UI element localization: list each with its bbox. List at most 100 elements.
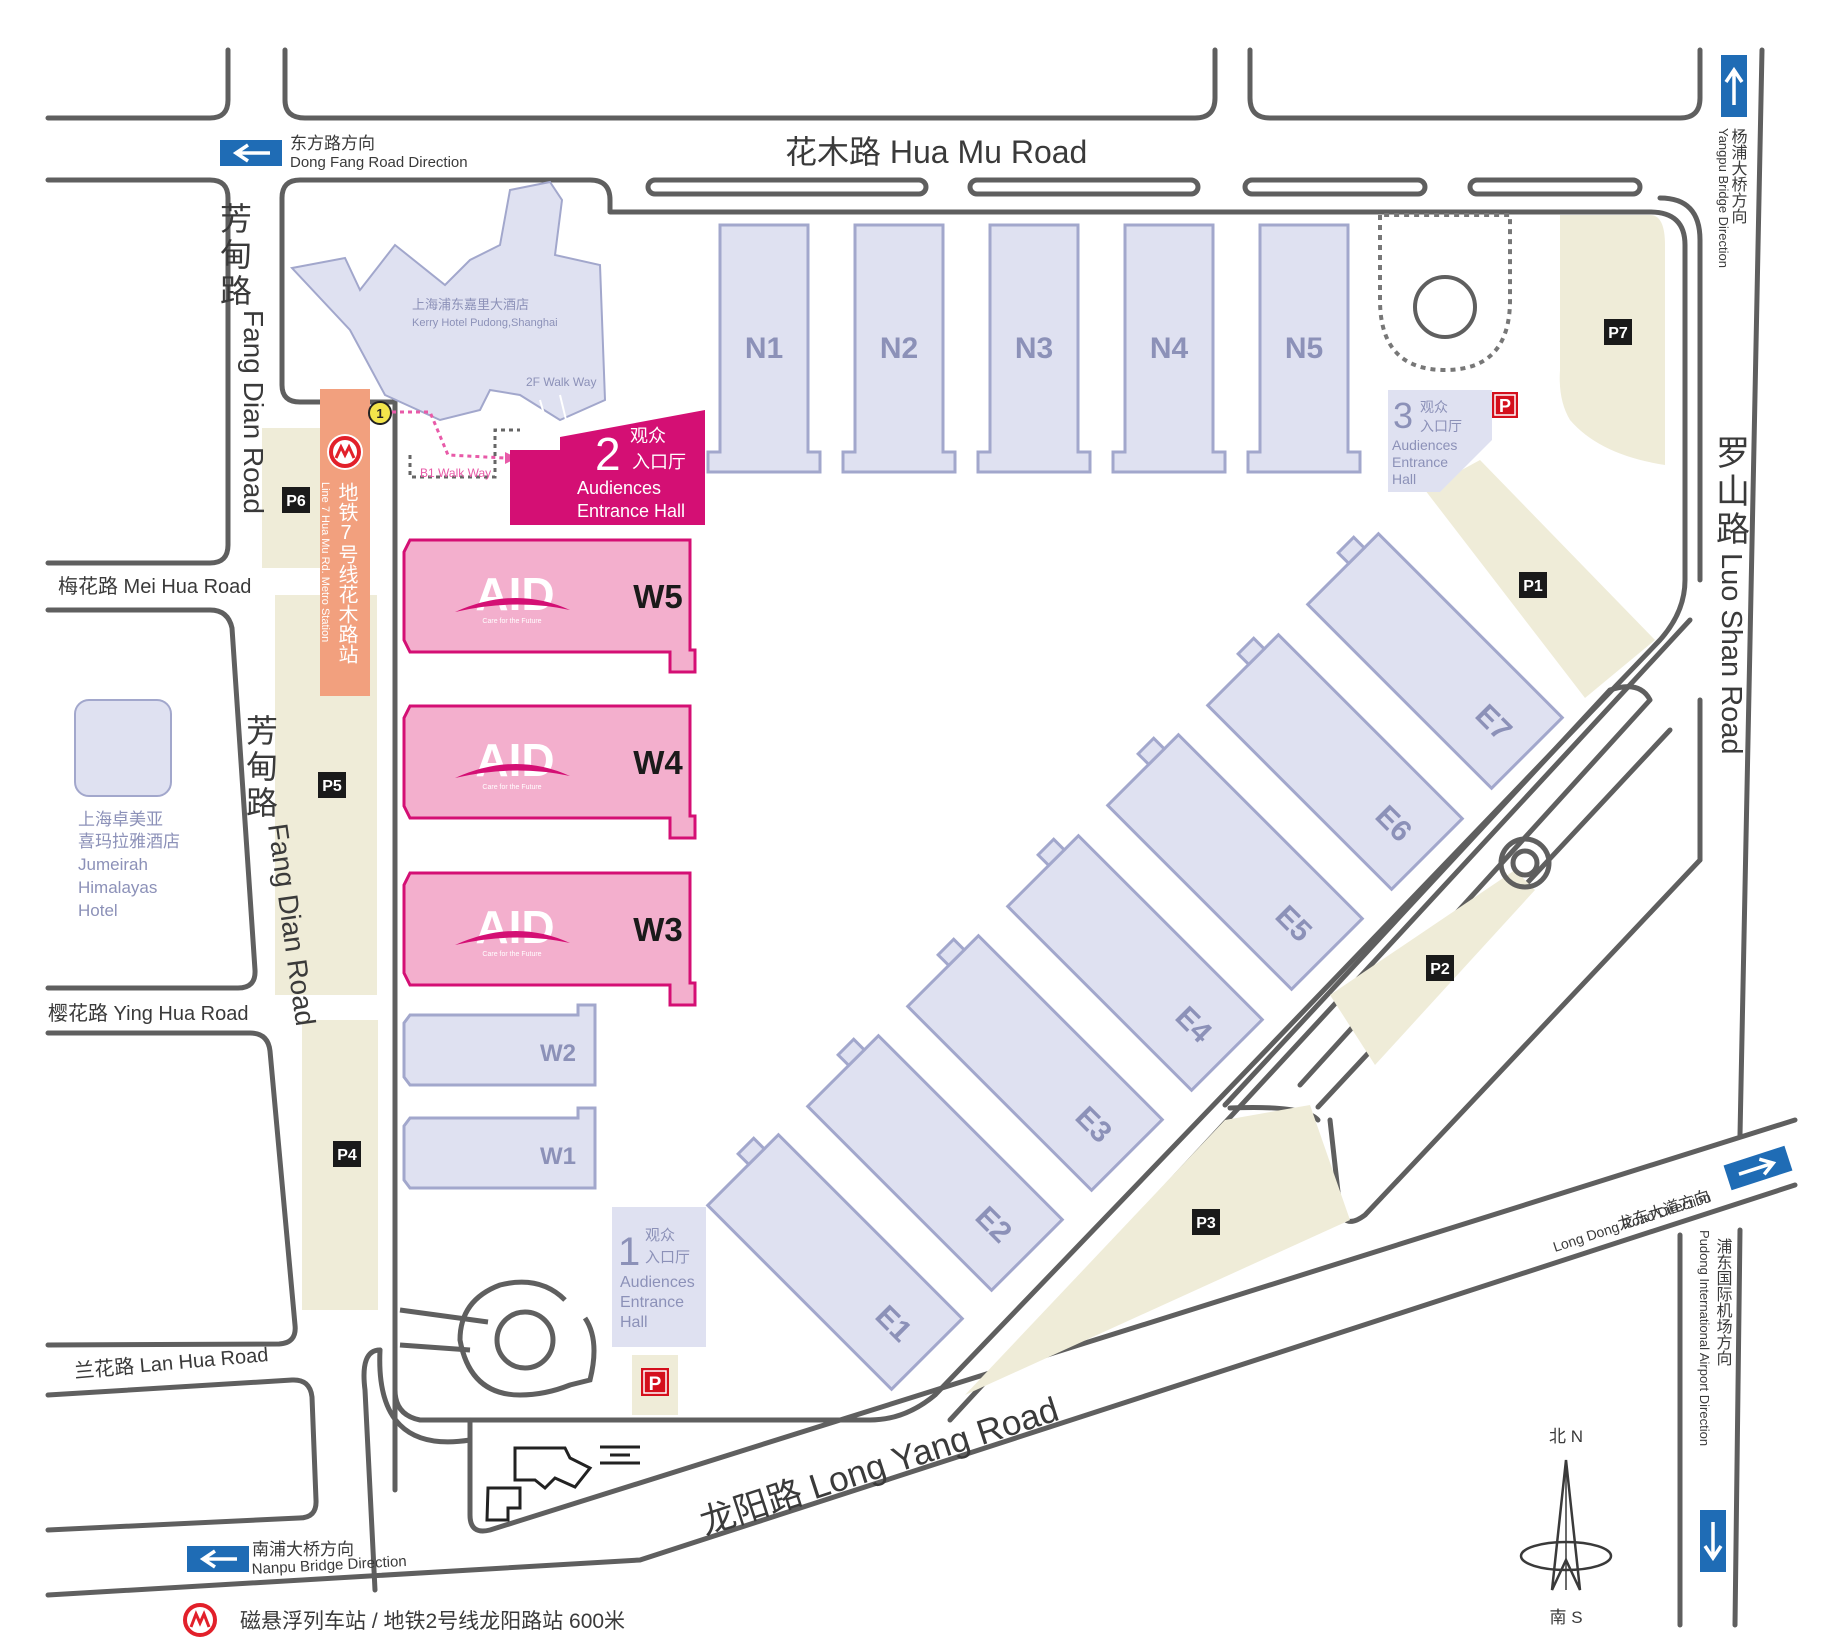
svg-text:Fang Dian Road: Fang Dian Road: [238, 310, 269, 514]
metro-note-logo-icon: [183, 1603, 217, 1637]
parking-label-p1: P1: [1519, 572, 1547, 598]
metro-exit-1-marker: 1: [368, 401, 392, 425]
road-block-left-hotel: [45, 607, 258, 991]
metro-station-en: Line 7 Hua Mu Rd. Metro Station: [319, 482, 331, 642]
entrance-1-cn-2: 入口厅: [645, 1249, 690, 1266]
hall-e1[interactable]: E1: [697, 1124, 965, 1392]
entrance-2-cn-2: 入口厅: [632, 452, 686, 472]
entrance-3-en-2: Entrance: [1392, 454, 1448, 470]
road-luoshan-east: [1732, 1227, 1743, 1628]
svg-text:P: P: [1499, 396, 1511, 416]
aid-tagline: Care for the Future: [482, 784, 541, 791]
entrance-1-en-3: Hall: [620, 1314, 648, 1331]
plaza-dotted: [1378, 213, 1512, 373]
hall-label: W3: [633, 911, 683, 948]
entrance-3-cn-2: 入口厅: [1420, 418, 1462, 434]
aid-swoosh-icon: [455, 763, 570, 778]
hall-e4[interactable]: E4: [997, 825, 1265, 1093]
hall-label: W2: [540, 1040, 576, 1067]
svg-text:1: 1: [376, 406, 383, 421]
road-venue-boundary: [279, 177, 1688, 1423]
2f-walkway-label: 2F Walk Way: [526, 375, 596, 389]
entrance-1-number: 1: [618, 1230, 640, 1274]
road-longyang-south: [45, 1182, 1798, 1598]
svg-text:芳: 芳: [246, 713, 278, 749]
aid-logo: AID: [475, 901, 554, 953]
svg-text:北 N: 北 N: [1549, 1427, 1583, 1446]
road-label-fangdian-top: 芳 甸 路 Fang Dian Road: [220, 201, 269, 514]
svg-text:山: 山: [1716, 473, 1750, 511]
road-block-left-lower: [45, 1030, 298, 1348]
roundabout-east: [1498, 836, 1552, 890]
road-longyang-curve: [377, 1347, 473, 1445]
aid-tagline: Care for the Future: [482, 618, 541, 625]
entrance-hall-2: [510, 410, 705, 525]
road-diagonal-2: [1222, 684, 1653, 1108]
svg-text:P2: P2: [1430, 961, 1450, 978]
hall-e6[interactable]: E6: [1197, 624, 1465, 892]
svg-text:P3: P3: [1196, 1215, 1216, 1232]
hall-n4[interactable]: N4: [1111, 223, 1227, 474]
parking-symbol-top: P: [1492, 392, 1518, 418]
kerry-hotel-cn: 上海浦东嘉里大酒店: [412, 297, 529, 312]
hall-w1[interactable]: W1: [402, 1106, 597, 1190]
svg-text:P: P: [649, 1374, 662, 1395]
small-buildings: [485, 1445, 640, 1522]
svg-text:P6: P6: [286, 493, 306, 510]
parking-label-p7: P7: [1604, 319, 1632, 345]
hall-e3[interactable]: E3: [897, 925, 1165, 1193]
hall-n5[interactable]: N5: [1246, 223, 1362, 474]
hall-label: N4: [1150, 332, 1189, 365]
road-block-top-left: [45, 47, 231, 121]
svg-text:Jumeirah: Jumeirah: [78, 855, 148, 874]
hall-n2[interactable]: N2: [841, 223, 957, 474]
entrance-hall-1: [612, 1207, 706, 1347]
svg-text:Himalayas: Himalayas: [78, 878, 157, 897]
jumeirah-hotel-label: 上海卓美亚 喜玛拉雅酒店 Jumeirah Himalayas Hotel: [78, 810, 180, 920]
hall-label: N5: [1285, 332, 1323, 365]
hall-e5[interactable]: E5: [1097, 724, 1365, 992]
compass-icon: 北 N 南 S: [1519, 1427, 1613, 1627]
svg-text:Dong Fang Road Direction: Dong Fang Road Direction: [290, 154, 468, 171]
kerry-hotel-en: Kerry Hotel Pudong,Shanghai: [412, 317, 558, 329]
svg-text:东方路方向: 东方路方向: [290, 134, 375, 153]
road-label-yinghua: 樱花路 Ying Hua Road: [48, 1002, 248, 1025]
north-halls: N1 N2 N3 N4 N5: [706, 223, 1362, 474]
entrance-2-en-1: Audiences: [577, 478, 661, 498]
parking-label-p2: P2: [1426, 955, 1454, 981]
hall-e7[interactable]: E7: [1297, 523, 1565, 791]
hall-n3[interactable]: N3: [976, 223, 1092, 474]
svg-text:Pudong International Airport D: Pudong International Airport Direction: [1697, 1230, 1712, 1446]
hall-w2[interactable]: W2: [402, 1003, 597, 1087]
svg-text:杨浦大桥方向: 杨浦大桥方向: [1729, 128, 1748, 224]
entrance-hall-3: [1388, 390, 1492, 492]
hall-n1[interactable]: N1: [706, 223, 822, 474]
svg-text:罗: 罗: [1716, 435, 1750, 473]
direction-yangpu: 杨浦大桥方向 Yangpu Bridge Direction: [1716, 55, 1748, 268]
svg-text:P1: P1: [1523, 578, 1543, 595]
svg-text:芳: 芳: [220, 201, 252, 237]
svg-text:Hotel: Hotel: [78, 901, 118, 920]
aid-logo: AID: [475, 568, 554, 620]
aid-swoosh-icon: [455, 930, 570, 945]
svg-text:南浦大桥方向: 南浦大桥方向: [252, 1540, 354, 1559]
parking-area-p3: [965, 1105, 1350, 1395]
jumeirah-hotel-block: [74, 699, 172, 797]
road-fangdian-east: [361, 1347, 383, 1593]
svg-text:路: 路: [246, 785, 278, 821]
svg-text:甸: 甸: [220, 237, 252, 273]
direction-dongfang: 东方路方向 Dong Fang Road Direction: [220, 134, 468, 171]
hall-e2[interactable]: E2: [797, 1025, 1065, 1293]
parking-label-p4: P4: [333, 1141, 361, 1167]
road-longyang-north: [467, 1117, 1798, 1534]
svg-text:P5: P5: [322, 778, 342, 795]
entrance-2-cn-1: 观众: [630, 426, 666, 446]
road-label-lanhua: 兰花路 Lan Hua Road: [73, 1343, 269, 1383]
hall-label: N2: [880, 332, 918, 365]
